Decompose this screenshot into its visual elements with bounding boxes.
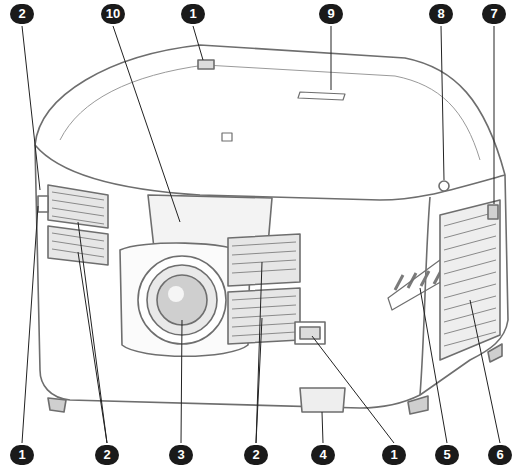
callout-number: 3 [169,445,193,465]
callout-number: 1 [382,445,406,465]
callout-number: 10 [101,4,125,24]
callout-number: 6 [488,445,512,465]
callout-number: 7 [482,4,506,24]
callout-number: 9 [319,4,343,24]
callout-number: 2 [95,445,119,465]
callout-number: 5 [435,445,459,465]
callout-number: 2 [10,4,34,24]
callout-number: 4 [311,445,335,465]
callout-number: 2 [244,445,268,465]
callout-number: 1 [10,445,34,465]
callout-number: 8 [429,4,453,24]
callout-number: 1 [181,4,205,24]
